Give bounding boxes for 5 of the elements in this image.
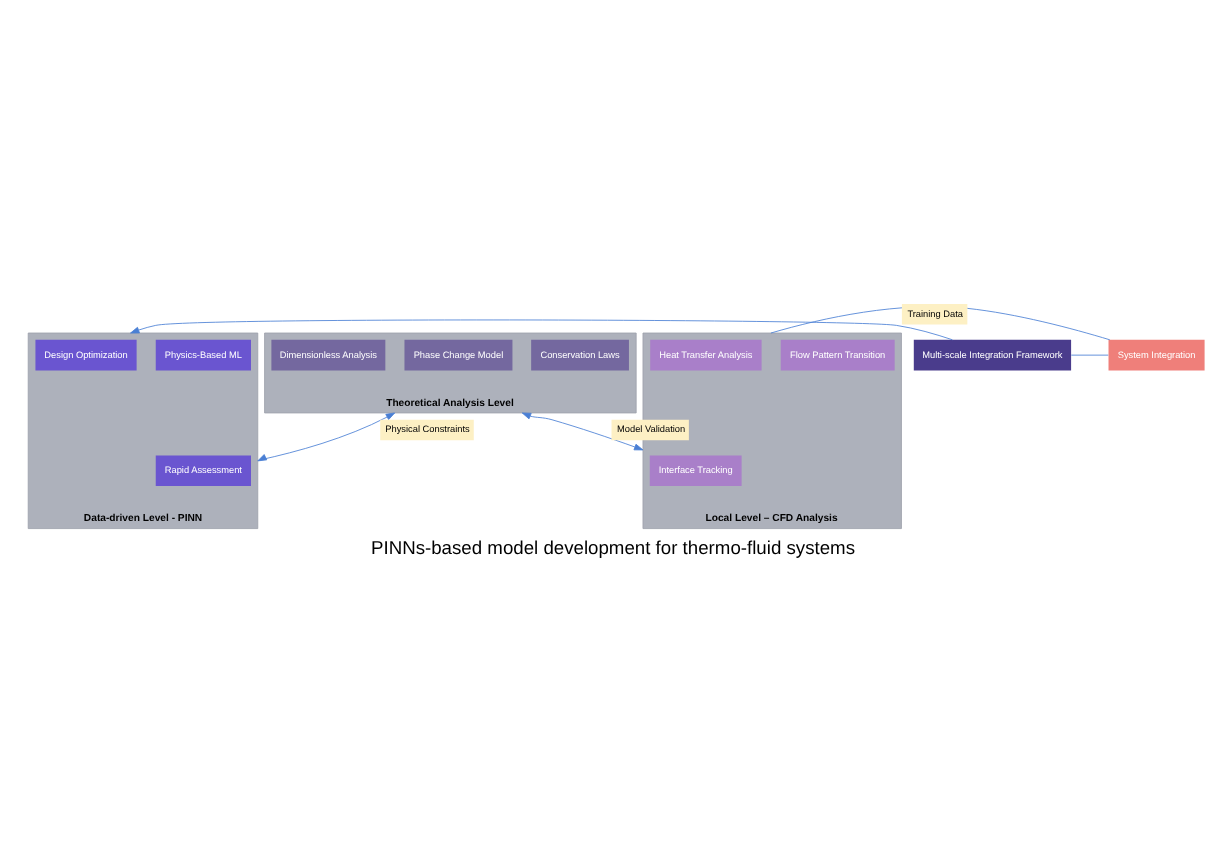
connector: [1070, 353, 1109, 355]
arrow: [521, 411, 644, 450]
arrow: [257, 411, 396, 461]
caption: PINNs-based model development for thermo-fluid systems: [371, 536, 855, 557]
arrow: [130, 318, 953, 340]
